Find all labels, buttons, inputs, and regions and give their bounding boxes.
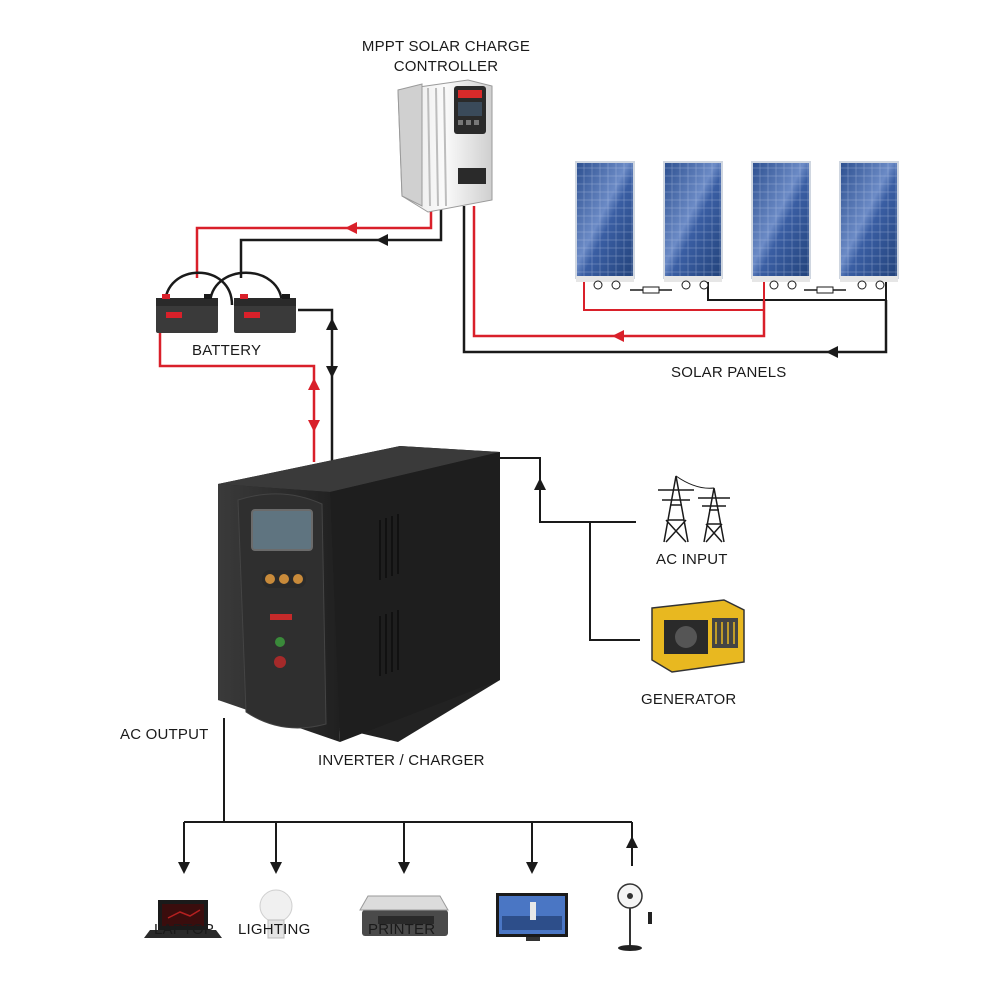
- battery-icon: [156, 294, 218, 333]
- arrow-left-black-panels: [826, 346, 838, 358]
- load-printer-label: PRINTER: [368, 921, 436, 938]
- inverter-label: INVERTER / CHARGER: [318, 752, 485, 769]
- load-drops: [183, 822, 633, 866]
- fan-icon: [617, 883, 652, 951]
- battery-link-red: [163, 271, 234, 306]
- ac-input-label: AC INPUT: [656, 551, 728, 568]
- battery-label: BATTERY: [192, 342, 262, 359]
- wire-battery-inverter-positive: [158, 330, 316, 462]
- arrow-up-black: [326, 318, 338, 330]
- load-laptop-label: LAPTOP: [154, 921, 215, 938]
- arrow-up-ac: [534, 478, 546, 490]
- printer-icon: [359, 895, 449, 936]
- wire-panels-series-black: [707, 282, 886, 301]
- arrow-left-red-panels: [612, 330, 624, 342]
- arrow-down-red: [308, 420, 320, 432]
- mppt-controller-icon: [397, 79, 493, 213]
- solar-panel-icon: [663, 161, 723, 282]
- arrow-down-black: [326, 366, 338, 378]
- fuse-1: [642, 286, 660, 294]
- panel-terminals: [593, 280, 885, 290]
- load-lighting-label: LIGHTING: [238, 921, 311, 938]
- battery-link-black: [208, 271, 284, 306]
- wire-panels-series-red: [583, 282, 764, 311]
- arrow-up-red: [308, 378, 320, 390]
- power-tower-icon: [658, 475, 730, 543]
- solar-panels-label: SOLAR PANELS: [671, 364, 787, 381]
- controller-label-line1: MPPT SOLAR CHARGE: [361, 38, 531, 55]
- arrow-left-red: [345, 222, 357, 234]
- inverter-icon: [218, 446, 500, 742]
- battery-icon: [234, 294, 296, 333]
- wire-panels-controller-negative: [462, 206, 888, 354]
- generator-icon: [651, 599, 745, 673]
- wire-generator: [589, 522, 640, 641]
- solar-panel-icon: [575, 161, 635, 282]
- laptop-icon: [144, 900, 222, 938]
- ac-output-label: AC OUTPUT: [120, 726, 209, 743]
- light-bulb-icon: [259, 889, 293, 939]
- wire-controller-battery-positive: [195, 208, 433, 278]
- load-arrows: [178, 836, 638, 874]
- generator-label: GENERATOR: [641, 691, 737, 708]
- controller-label-line2: CONTROLLER: [393, 58, 499, 75]
- tv-icon: [496, 893, 568, 941]
- wire-ac-input: [500, 457, 636, 523]
- arrow-left-black: [376, 234, 388, 246]
- fuse-2: [816, 286, 834, 294]
- solar-panel-icon: [751, 161, 811, 282]
- wire-battery-inverter-negative: [298, 308, 334, 462]
- solar-panel-icon: [839, 161, 899, 282]
- wire-controller-battery-negative: [239, 208, 443, 278]
